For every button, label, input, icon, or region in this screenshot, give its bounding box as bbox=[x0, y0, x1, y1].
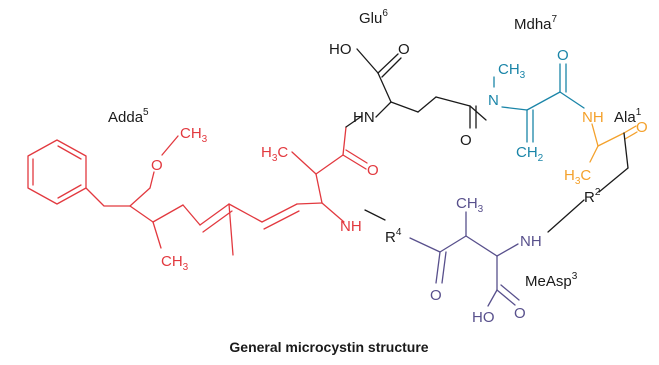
adda-name: Adda bbox=[108, 109, 144, 126]
glu-hn: HN bbox=[353, 109, 375, 126]
measp-name: MeAsp bbox=[525, 273, 572, 290]
adda-nh: NH bbox=[340, 218, 362, 235]
measp-number: 3 bbox=[572, 271, 578, 282]
adda-methoxy-oxygen: O bbox=[151, 157, 163, 174]
measp-acid-oxygen: O bbox=[514, 305, 526, 322]
ala-number: 1 bbox=[636, 107, 642, 118]
mdha-residue bbox=[493, 63, 585, 143]
label-adda: Adda5 bbox=[108, 107, 149, 126]
r4-letter: R bbox=[385, 229, 396, 246]
ala-carbonyl-oxygen: O bbox=[636, 119, 648, 136]
measp-nh: NH bbox=[520, 233, 542, 250]
ring-connectors bbox=[364, 132, 629, 233]
glu-number: 6 bbox=[382, 8, 388, 19]
glu-carbonyl-oxygen-top: O bbox=[398, 41, 410, 58]
measp-hydroxyl: HO bbox=[472, 309, 495, 326]
ala-residue bbox=[589, 123, 638, 163]
mdha-name: Mdha bbox=[514, 16, 552, 33]
glu-name: Glu bbox=[359, 10, 382, 27]
glu-carbonyl-oxygen: O bbox=[460, 132, 472, 149]
adda-methyl-ch3: CH3 bbox=[161, 253, 189, 273]
adda-residue bbox=[27, 126, 368, 256]
measp-methyl: CH3 bbox=[456, 195, 484, 215]
measp-carbonyl-oxygen: O bbox=[430, 287, 442, 304]
r2-number: 2 bbox=[595, 187, 601, 198]
adda-h3c: H3C bbox=[261, 144, 288, 164]
label-ala: Ala1 bbox=[614, 107, 642, 126]
adda-methoxy bbox=[149, 135, 179, 189]
figure-caption: General microcystin structure bbox=[229, 339, 428, 355]
glu-hydroxyl: HO bbox=[329, 41, 352, 58]
ala-h3c: H3C bbox=[564, 167, 591, 187]
measp-residue bbox=[409, 211, 520, 307]
r4-number: 4 bbox=[396, 227, 402, 238]
mdha-nitrogen: N bbox=[488, 92, 499, 109]
mdha-n-methyl: CH3 bbox=[498, 61, 526, 81]
mdha-carbonyl-oxygen: O bbox=[557, 47, 569, 64]
label-mdha: Mdha7 bbox=[514, 14, 558, 33]
mdha-number: 7 bbox=[552, 14, 558, 25]
adda-methoxy-ch3: CH3 bbox=[180, 125, 208, 145]
adda-carbonyl-oxygen: O bbox=[367, 162, 379, 179]
adda-number: 5 bbox=[143, 107, 149, 118]
ala-name: Ala bbox=[614, 109, 636, 126]
r2-letter: R bbox=[584, 189, 595, 206]
benzene-ring bbox=[27, 139, 87, 205]
label-r4: R4 bbox=[385, 227, 402, 246]
glu-residue bbox=[345, 48, 487, 129]
label-r2: R2 bbox=[584, 187, 601, 206]
ala-nh: NH bbox=[582, 109, 604, 126]
label-measp: MeAsp3 bbox=[525, 271, 578, 290]
mdha-methylene: CH2 bbox=[516, 144, 544, 164]
label-glu: Glu6 bbox=[359, 8, 388, 27]
